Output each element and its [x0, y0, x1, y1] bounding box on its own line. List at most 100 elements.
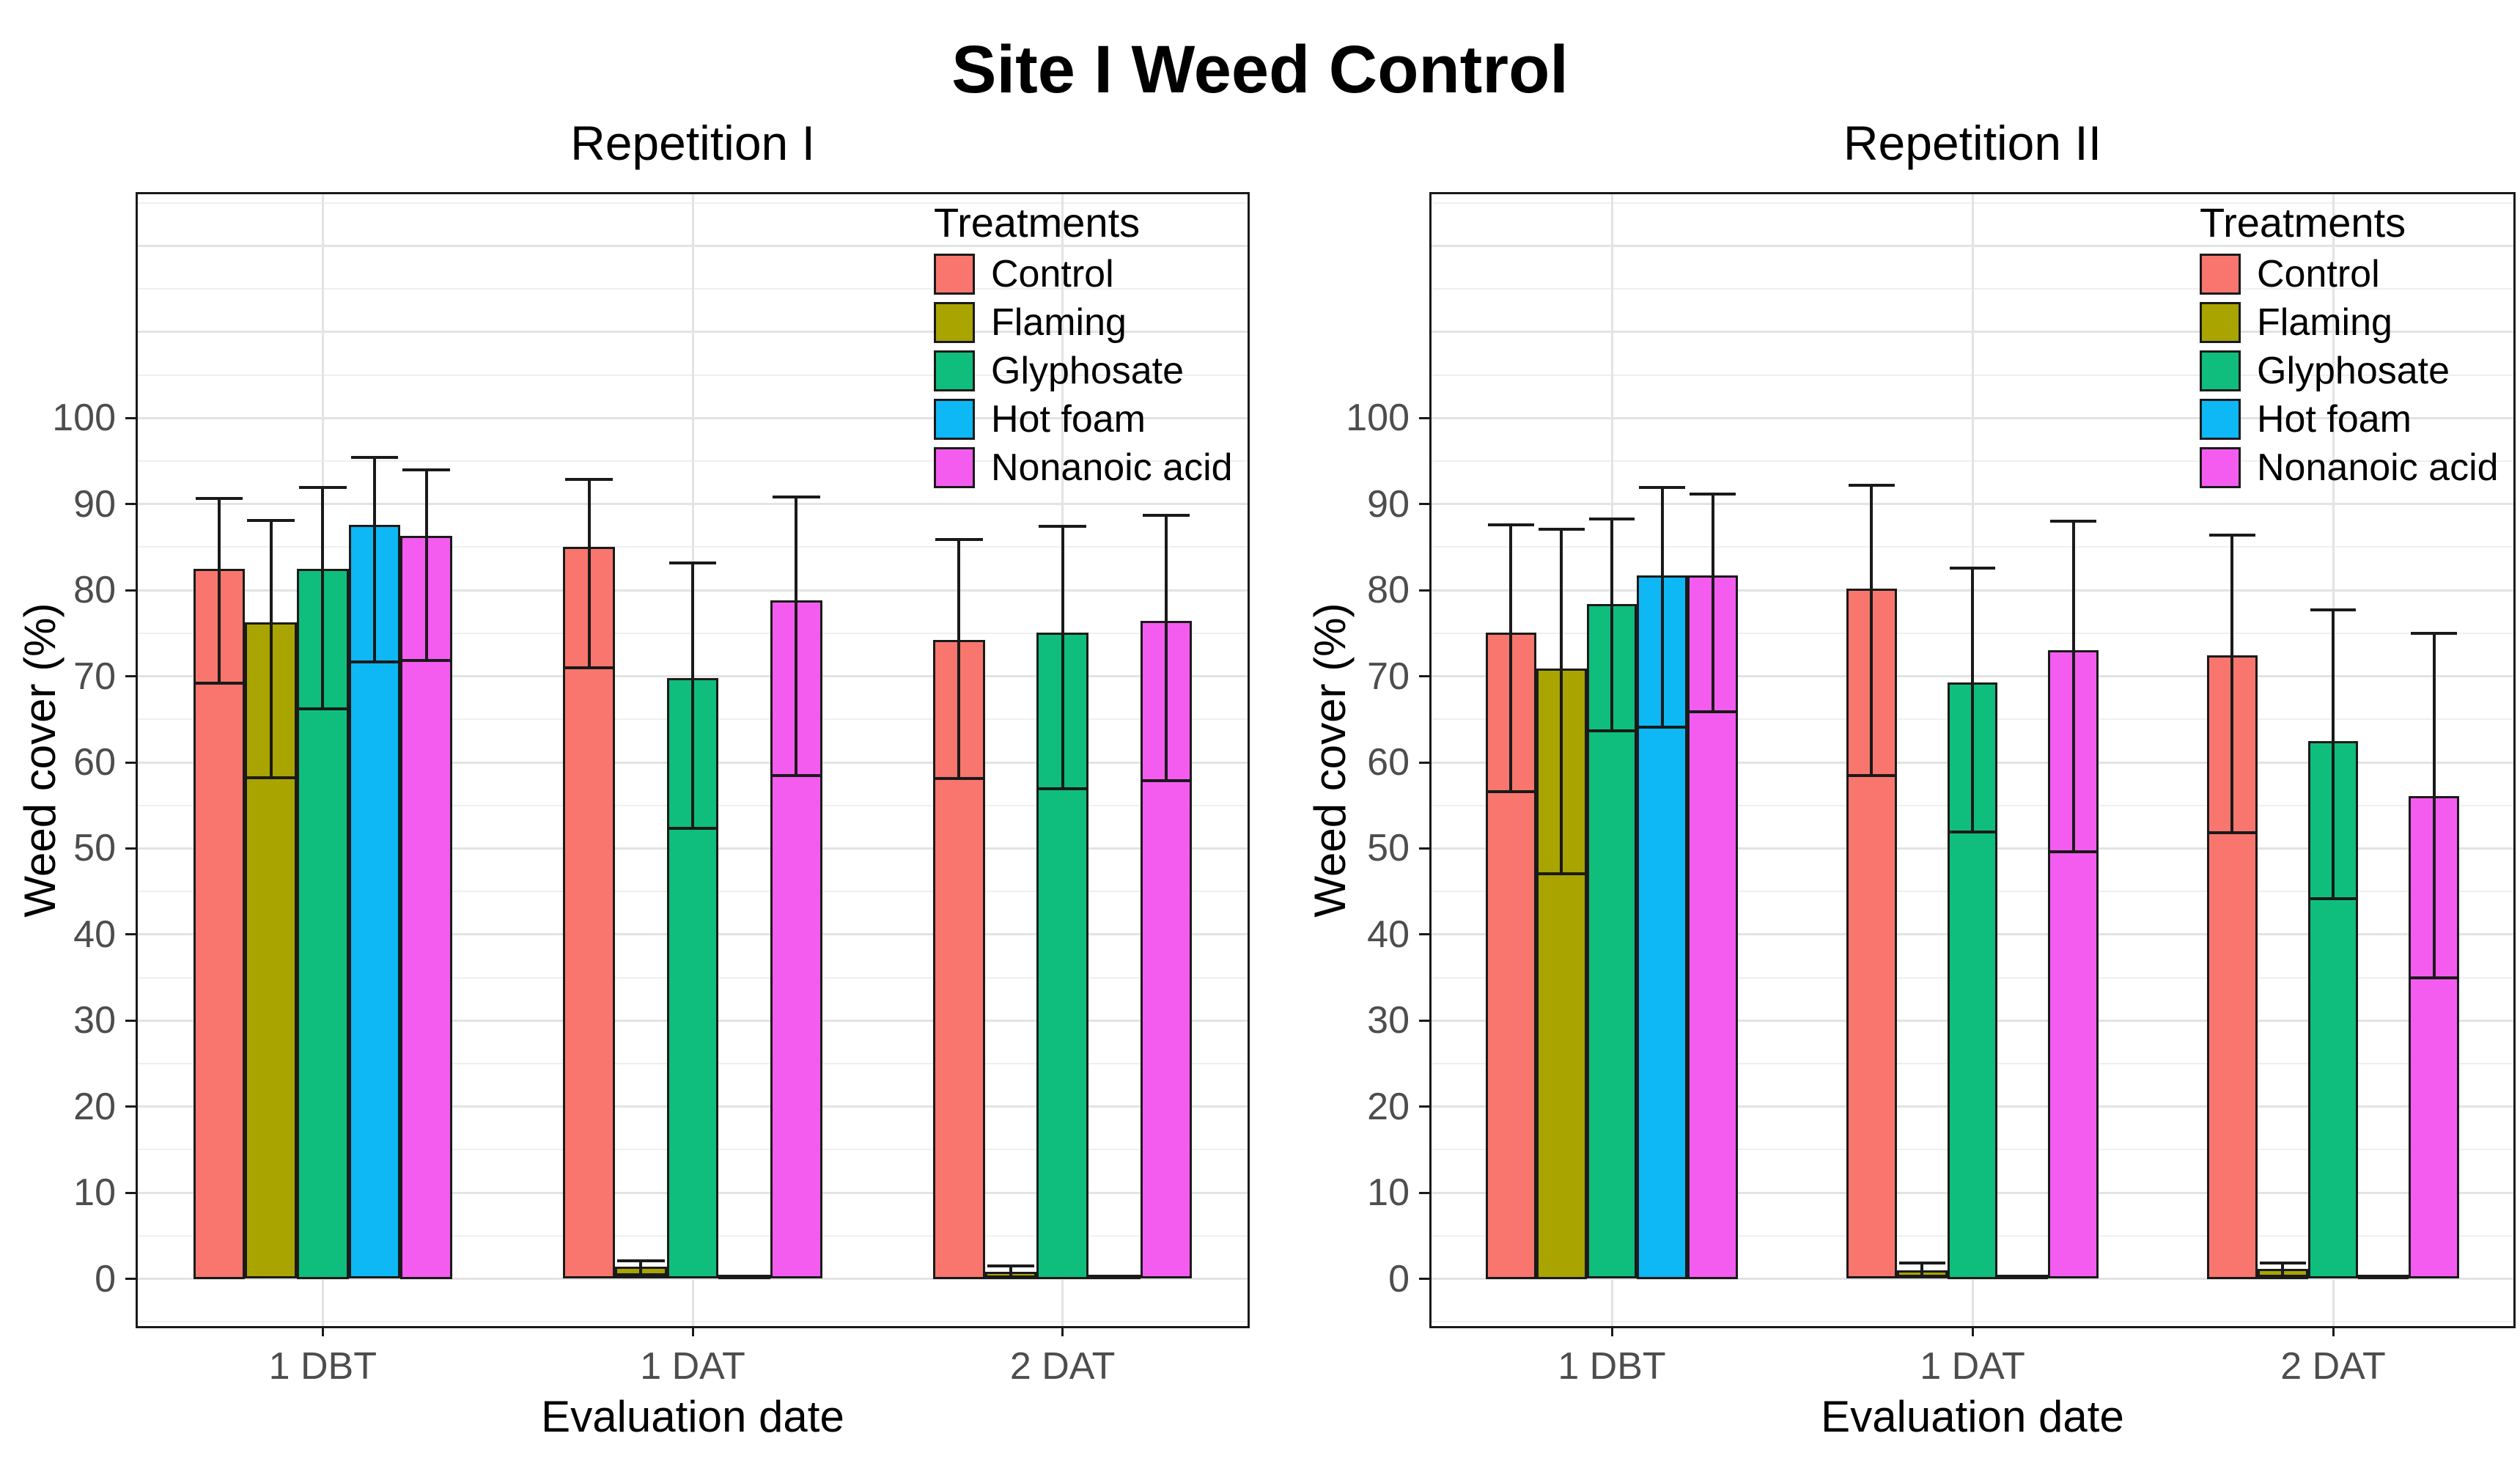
errorbar-cap-bottom — [2208, 831, 2255, 835]
y-tick-mark-40 — [1419, 933, 1429, 936]
errorbar-cap-top — [1898, 1262, 1945, 1265]
errorbar-cap-top — [247, 519, 295, 522]
errorbar-stem — [2332, 610, 2335, 899]
bar-repetition-i-1-dat-hot-foam — [718, 1274, 770, 1279]
bar-repetition-ii-2-dat-hot-foam — [2358, 1274, 2409, 1279]
y-tick-label-20: 20 — [73, 1085, 116, 1128]
y-tick-label-50: 50 — [1367, 827, 1410, 870]
y-tick-label-60: 60 — [73, 741, 116, 784]
legend-item-label: Control — [2257, 253, 2380, 295]
errorbar-stem — [2230, 535, 2234, 833]
legend-item-hot-foam: Hot foam — [934, 397, 1236, 442]
errorbar-cap-top — [1487, 523, 1534, 526]
errorbar-stem — [424, 469, 428, 661]
y-tick-label-40: 40 — [73, 913, 116, 956]
errorbar-stem — [587, 479, 591, 668]
bar-repetition-i-2-dat-hot-foam — [1088, 1274, 1141, 1279]
errorbar-stem — [957, 539, 961, 779]
legend-item-label: Nonanoic acid — [991, 446, 1233, 489]
y-tick-mark-60 — [125, 761, 136, 764]
errorbar-cap-top — [2310, 608, 2357, 612]
y-tick-mark-60 — [1419, 761, 1429, 764]
legend-key-swatch — [2200, 399, 2241, 440]
errorbar-cap-bottom — [1142, 778, 1190, 782]
errorbar-cap-top — [565, 477, 614, 481]
errorbar-cap-bottom — [987, 1275, 1035, 1279]
errorbar-cap-bottom — [1639, 725, 1686, 729]
y-tick-mark-100 — [1419, 416, 1429, 419]
y-tick-mark-70 — [1419, 675, 1429, 678]
legend-item-control: Control — [2200, 251, 2502, 297]
legend-key-swatch — [934, 302, 975, 343]
y-tick-label-40: 40 — [1367, 913, 1410, 956]
legend-item-label: Flaming — [2257, 301, 2392, 344]
errorbar-cap-bottom — [2050, 850, 2097, 854]
y-tick-mark-50 — [1419, 847, 1429, 850]
legend-key-swatch — [2200, 350, 2241, 391]
legend-key-swatch — [934, 350, 975, 391]
errorbar-stem — [2432, 633, 2436, 978]
x-tick-label-2-dat: 2 DAT — [2280, 1345, 2386, 1388]
legend-item-label: Control — [991, 253, 1114, 295]
y-tick-mark-40 — [125, 933, 136, 936]
x-tick-label-2-dat: 2 DAT — [1009, 1345, 1116, 1388]
y-axis-title-1: Weed cover (%) — [15, 603, 65, 918]
errorbar-cap-top — [1039, 525, 1086, 529]
y-tick-mark-90 — [125, 503, 136, 506]
y-tick-mark-20 — [1419, 1105, 1429, 1108]
y-tick-label-30: 30 — [73, 999, 116, 1042]
legend-item-label: Glyphosate — [2257, 350, 2450, 392]
y-tick-label-90: 90 — [73, 482, 116, 526]
errorbar-stem — [1610, 518, 1613, 731]
errorbar-cap-top — [617, 1259, 665, 1262]
errorbar-cap-top — [2208, 534, 2255, 537]
errorbar-cap-top — [668, 561, 717, 564]
legend-item-nonanoic-acid: Nonanoic acid — [2200, 445, 2502, 490]
legend-item-label: Hot foam — [991, 398, 1146, 441]
y-tick-label-100: 100 — [1346, 397, 1410, 440]
y-tick-label-10: 10 — [1367, 1171, 1410, 1215]
errorbar-stem — [218, 498, 221, 683]
errorbar-cap-bottom — [1898, 1275, 1945, 1278]
x-tick-mark-2-dat — [2332, 1326, 2335, 1336]
legend-title: Treatments — [2200, 199, 2406, 246]
legend-item-label: Hot foam — [2257, 398, 2412, 441]
errorbar-cap-bottom — [247, 776, 295, 780]
legend-title: Treatments — [934, 199, 1141, 246]
errorbar-stem — [1660, 487, 1664, 727]
errorbar-cap-bottom — [1588, 729, 1635, 732]
errorbar-cap-bottom — [1039, 787, 1086, 791]
errorbar-cap-top — [1588, 517, 1635, 520]
errorbar-cap-top — [773, 496, 820, 499]
x-tick-label-1-dat: 1 DAT — [1920, 1345, 2025, 1388]
bar-repetition-i-1-dat-glyphosate — [666, 677, 719, 1279]
errorbar-stem — [2071, 521, 2075, 853]
x-tick-mark-1-dat — [1971, 1326, 1974, 1336]
errorbar-stem — [639, 1260, 643, 1275]
y-axis-title-2: Weed cover (%) — [1305, 603, 1355, 918]
errorbar-stem — [1711, 493, 1714, 712]
y-tick-label-0: 0 — [95, 1257, 116, 1300]
errorbar-cap-top — [299, 486, 347, 490]
y-tick-mark-0 — [1419, 1278, 1429, 1281]
errorbar-cap-bottom — [565, 666, 614, 669]
legend-item-label: Flaming — [991, 301, 1127, 344]
y-tick-mark-10 — [1419, 1191, 1429, 1194]
legend-item-flaming: Flaming — [2200, 300, 2502, 345]
legend-key-swatch — [2200, 254, 2241, 295]
legend-item-control: Control — [934, 251, 1236, 297]
legend-item-glyphosate: Glyphosate — [934, 348, 1236, 394]
y-tick-mark-0 — [125, 1278, 136, 1281]
bar-repetition-ii-1-dat-hot-foam — [1997, 1274, 2049, 1279]
x-axis-title-1: Evaluation date — [541, 1392, 844, 1441]
errorbar-cap-bottom — [350, 660, 399, 663]
legend-key-swatch — [2200, 447, 2241, 488]
errorbar-cap-bottom — [935, 777, 983, 781]
legend-key-swatch — [934, 447, 975, 488]
y-tick-mark-70 — [125, 675, 136, 678]
errorbar-cap-bottom — [2411, 976, 2458, 979]
y-tick-label-10: 10 — [73, 1171, 116, 1215]
